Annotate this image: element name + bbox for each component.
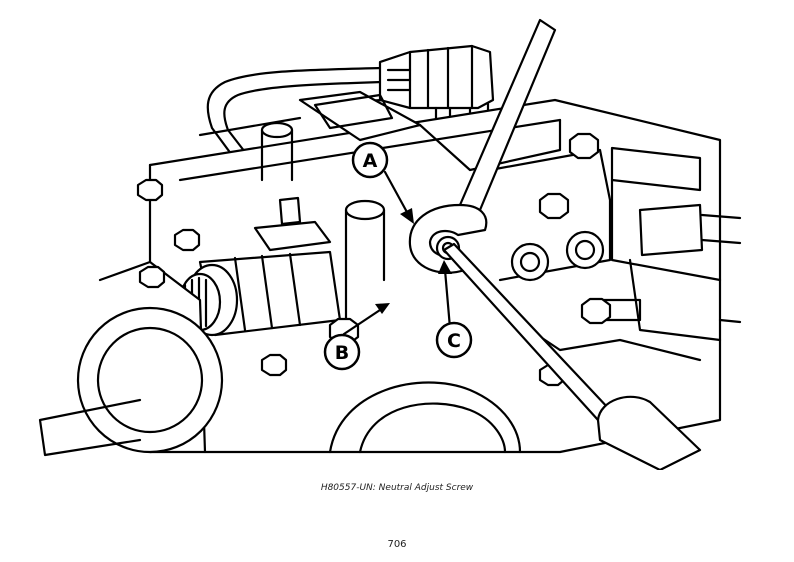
svg-text:B: B	[335, 342, 349, 364]
solenoid	[178, 196, 342, 337]
callout-leaders	[342, 170, 452, 336]
valve-body	[148, 90, 722, 454]
wrench	[408, 18, 557, 274]
callout-a: A	[351, 141, 389, 179]
callout-b: B	[323, 333, 361, 371]
svg-text:C: C	[447, 330, 461, 352]
svg-text:A: A	[363, 150, 378, 172]
lower-opening	[328, 381, 522, 454]
technical-illustration: A B C	[38, 18, 742, 470]
callout-c: C	[435, 321, 473, 359]
tube-left	[260, 121, 294, 182]
page-number: 706	[387, 539, 407, 550]
flange	[38, 260, 224, 457]
figure-caption: H80557-UN: Neutral Adjust Screw	[320, 483, 474, 493]
callout-arrowheads	[375, 208, 452, 314]
screwdriver	[442, 242, 702, 470]
tube-center	[344, 199, 386, 327]
bolts	[136, 132, 612, 387]
ports	[510, 203, 742, 324]
